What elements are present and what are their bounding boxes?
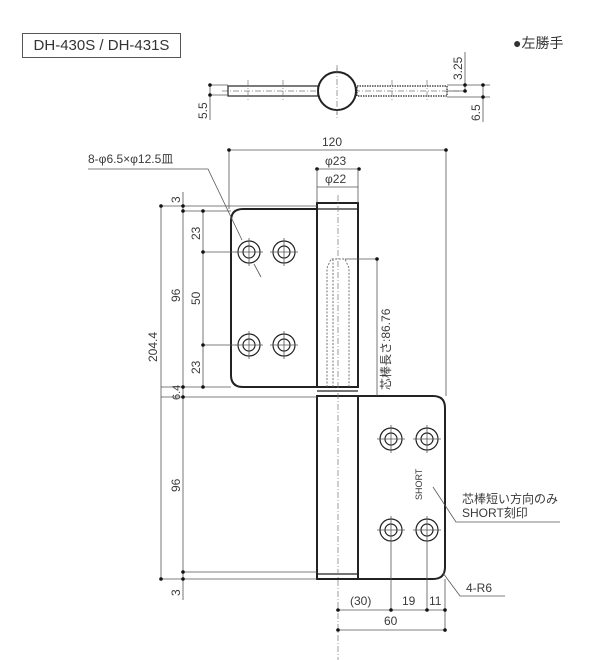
hole-callout-leader — [88, 168, 243, 241]
upper-knuckle — [316, 202, 359, 388]
dim-dot — [336, 628, 340, 632]
dim-dot — [201, 343, 205, 347]
short-note-leader — [432, 486, 560, 523]
dim-knuckle-inner: φ22 — [325, 172, 346, 186]
countersunk-hole — [377, 425, 405, 453]
dim-dot — [463, 89, 467, 93]
dim-dot — [481, 83, 485, 87]
dim-hole-top-offset: 23 — [189, 226, 203, 240]
dim-right-offset: 3.25 — [451, 56, 465, 80]
top-view: 5.5 3.25 6.5 — [196, 52, 490, 122]
front-view: SHORT 芯棒短い方向のみ SHORT刻印 8-φ6.5×φ12.5皿 120… — [88, 135, 560, 660]
countersunk-hole — [270, 238, 298, 266]
lower-knuckle — [316, 395, 359, 580]
dim-top-gap: 3 — [169, 196, 183, 203]
countersunk-hole — [235, 331, 263, 359]
countersunk-hole — [235, 238, 263, 266]
dim-bottom-gap: 3 — [169, 589, 183, 596]
lower-leaf-outline — [317, 395, 446, 580]
dim-dot — [181, 570, 185, 574]
dim-hole-bottom-offset: 23 — [189, 360, 203, 374]
dim-dot — [181, 577, 185, 581]
model-label: DH-430S / DH-431S — [33, 37, 170, 54]
short-note-line1: 芯棒短い方向のみ — [462, 491, 558, 506]
dim-dot — [336, 608, 340, 612]
dim-dot — [389, 608, 393, 612]
dim-bottom-offset-30: (30) — [350, 594, 371, 608]
countersunk-hole — [270, 331, 298, 359]
dim-upper-leaf-height: 96 — [169, 288, 183, 302]
dim-dot — [201, 385, 205, 389]
dim-dot — [227, 148, 231, 152]
dim-dot — [444, 148, 448, 152]
dim-lower-leaf-height: 96 — [169, 478, 183, 492]
dim-overall-width: 120 — [322, 135, 342, 149]
dim-dot — [201, 250, 205, 254]
dim-lower-leaf-width: 60 — [384, 614, 398, 628]
dim-left-thickness: 5.5 — [196, 102, 210, 119]
dim-dot — [159, 577, 163, 581]
dim-dot — [425, 608, 429, 612]
hole-callout: 8-φ6.5×φ12.5皿 — [88, 152, 173, 166]
dim-dot — [208, 93, 212, 97]
dim-dot — [481, 95, 485, 99]
short-note-line2: SHORT刻印 — [462, 506, 528, 520]
dim-dot — [463, 83, 467, 87]
hole-callout-arrow — [253, 263, 262, 278]
corner-radius-leader — [442, 572, 505, 597]
dim-overall-height: 204.4 — [146, 332, 160, 362]
dim-pin-length: 芯棒長さ:86.76 — [379, 308, 393, 390]
dim-dot — [181, 204, 185, 208]
dim-dot — [208, 83, 212, 87]
dim-knuckle-outer: φ23 — [325, 154, 346, 168]
upper-leaf-holes — [235, 238, 298, 359]
countersunk-hole — [377, 516, 405, 610]
dim-hole-pitch: 50 — [189, 291, 203, 305]
pin-hidden-outline — [326, 258, 350, 387]
lower-leaf-holes — [377, 425, 441, 610]
dim-bottom-pitch-19: 19 — [402, 594, 416, 608]
dim-bottom-edge-11: 11 — [429, 594, 442, 608]
dim-dot — [181, 209, 185, 213]
upper-leaf-outline — [230, 208, 358, 388]
countersunk-hole — [413, 425, 441, 453]
dim-dot — [443, 608, 447, 612]
short-mark: SHORT — [414, 468, 424, 500]
handedness-label: ●左勝手 — [513, 35, 564, 51]
dim-dot — [159, 204, 163, 208]
dim-dot — [201, 209, 205, 213]
countersunk-hole — [413, 516, 441, 610]
dim-right-thickness: 6.5 — [469, 104, 483, 121]
dim-corner-radius: 4-R6 — [466, 581, 492, 595]
dim-dot — [181, 395, 185, 399]
dim-leaf-gap: 6.4 — [171, 385, 183, 400]
dim-dot — [375, 257, 379, 261]
dim-dot — [443, 628, 447, 632]
dim-dot — [181, 385, 185, 389]
model-label-box: DH-430S / DH-431S — [22, 33, 181, 58]
